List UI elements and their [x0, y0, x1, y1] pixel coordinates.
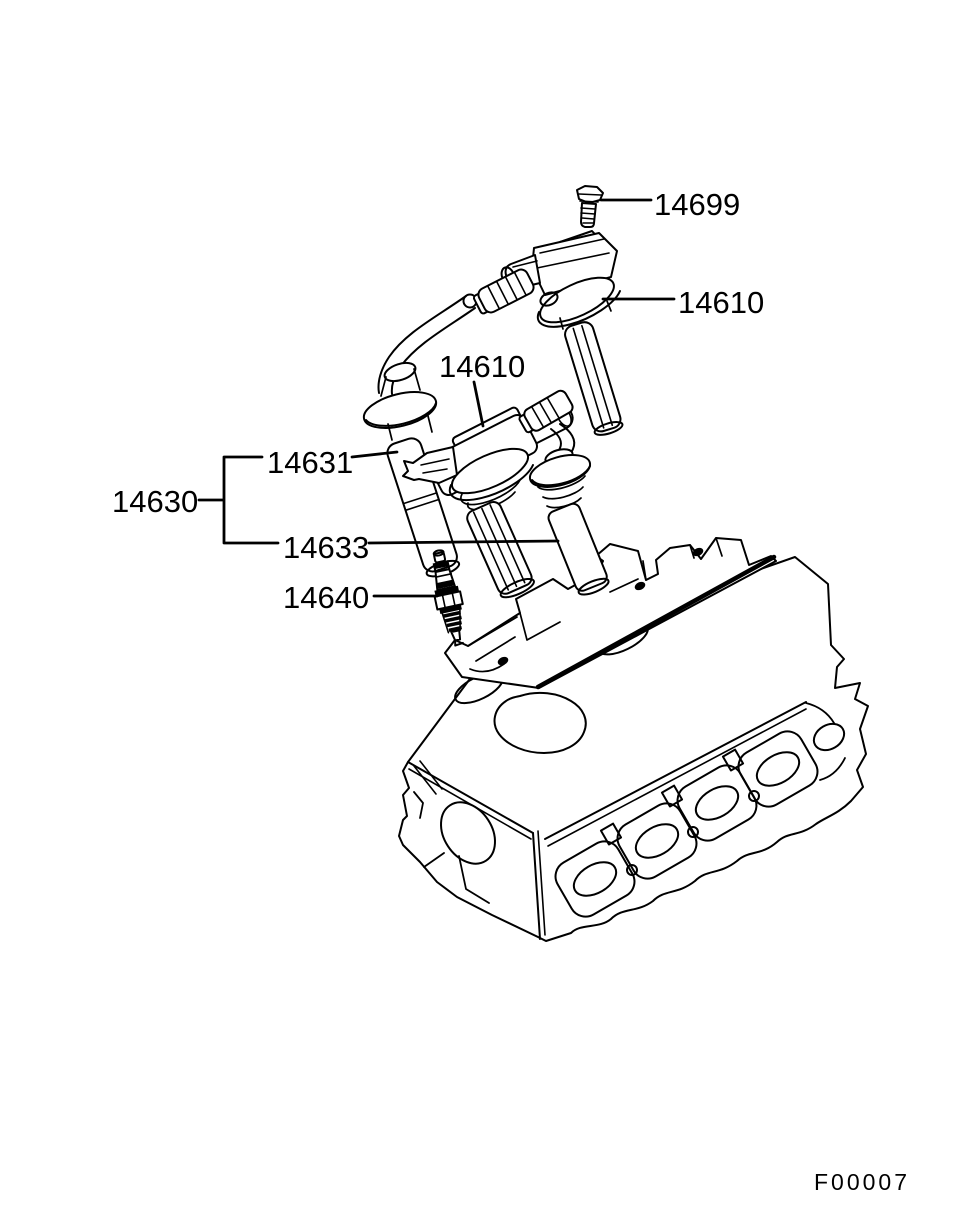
cylinder-head-drawing — [398, 537, 869, 942]
spark-plug-drawing — [432, 549, 464, 647]
part-label-14610-top: 14610 — [678, 285, 765, 320]
leader-14633 — [367, 539, 560, 545]
leader-14610-mid — [472, 380, 485, 428]
part-label-14631: 14631 — [267, 445, 354, 480]
part-label-14610-mid: 14610 — [439, 349, 526, 384]
mounting-bolt-drawing — [576, 185, 604, 228]
part-label-14640: 14640 — [283, 580, 370, 615]
ignition-coil-mid-drawing — [402, 404, 574, 599]
figure-code: F00007 — [814, 1169, 911, 1195]
part-label-14630: 14630 — [112, 484, 199, 519]
spark-plug-cable-1-drawing — [362, 268, 535, 578]
spark-plug-cable-2-drawing — [518, 389, 610, 596]
exhaust-port-gasket — [554, 730, 819, 918]
part-label-14699: 14699 — [654, 187, 741, 222]
leader-14631 — [350, 450, 399, 459]
callout-leader-lines — [197, 198, 676, 598]
bracket-14630 — [197, 455, 280, 545]
rocker-rail — [444, 537, 777, 690]
part-label-14633: 14633 — [283, 530, 370, 565]
